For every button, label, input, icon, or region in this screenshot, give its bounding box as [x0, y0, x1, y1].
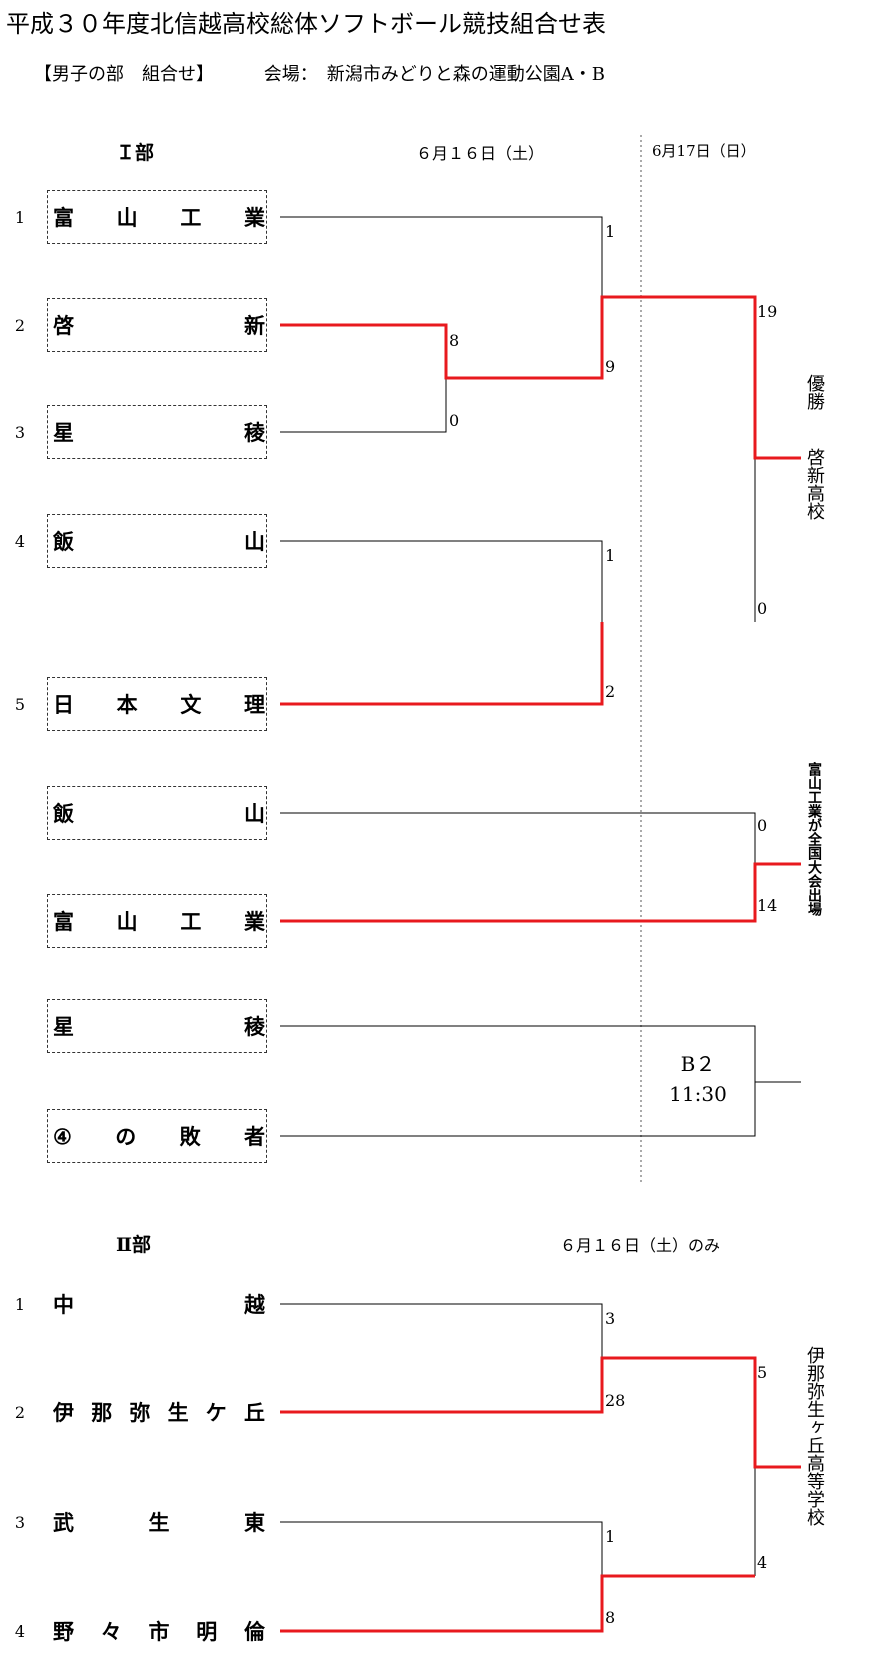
champion-name: 啓新高校: [804, 448, 825, 520]
section2-black-lines: [280, 1303, 756, 1576]
team-name: 中越: [53, 1292, 265, 1317]
seed-number: 3: [14, 1513, 26, 1532]
seed-number: 4: [14, 532, 26, 551]
subtitle: 【男子の部 組合せ】 会場： 新潟市みどりと森の運動公園A・B: [34, 60, 605, 86]
score: 14: [757, 896, 778, 915]
team-box: [47, 786, 267, 840]
score: 2: [605, 682, 616, 701]
score: 9: [605, 357, 616, 376]
score: 4: [757, 1553, 768, 1572]
score: 1: [605, 546, 616, 565]
team-name: 伊那弥生ケ丘: [53, 1400, 265, 1425]
seed-number: 2: [14, 316, 26, 335]
team-name: 富山工業: [53, 909, 265, 934]
section1-date1: ６月１６日（土）: [416, 144, 545, 163]
section2-winner: 伊那弥生ヶ丘高等学校: [804, 1346, 825, 1526]
team-name: 野々市明倫: [53, 1619, 265, 1644]
seed-number: 4: [14, 1622, 26, 1641]
score: 3: [605, 1309, 616, 1328]
section1-black-lines: [280, 216, 801, 1137]
section1-date2: 6月17日（日）: [652, 142, 756, 160]
team-name: 日本文理: [53, 692, 265, 717]
page-title: 平成３０年度北信越高校総体ソフトボール競技組合せ表: [6, 10, 606, 38]
score: 28: [605, 1391, 626, 1410]
team-name: 星稜: [53, 420, 265, 445]
division-label: 【男子の部 組合せ】: [34, 64, 214, 85]
team-name: 武生東: [53, 1510, 265, 1535]
team-name: 飯山: [53, 801, 265, 826]
team-box: [47, 1109, 267, 1163]
section2-winner-lines: [280, 1356, 801, 1633]
team-box: [47, 405, 267, 459]
section1-winner-lines: [280, 295, 801, 923]
score: 0: [757, 599, 768, 618]
champion-label: 優勝: [804, 374, 825, 410]
team-name: 星稜: [53, 1014, 265, 1039]
pending-time: 11:30: [669, 1082, 727, 1106]
team-box: [47, 999, 267, 1053]
seed-number: 2: [14, 1403, 26, 1422]
team-box: [47, 298, 267, 352]
seed-number: 5: [14, 695, 26, 714]
team-box: [47, 894, 267, 948]
score: 1: [605, 1527, 616, 1546]
score: 8: [605, 1608, 616, 1627]
pending-court: B２: [680, 1052, 716, 1076]
team-box: [47, 190, 267, 244]
team-name: 飯山: [53, 529, 265, 554]
score: 0: [757, 816, 768, 835]
section2-date: ６月１６日（土）のみ: [560, 1236, 721, 1255]
score: 5: [757, 1363, 768, 1382]
pending-match: B２ 11:30: [653, 1049, 743, 1109]
score: 0: [449, 411, 460, 430]
score: 19: [757, 302, 778, 321]
seed-number: 1: [14, 208, 26, 227]
section2-heading: Ⅱ部: [116, 1234, 152, 1256]
section1-heading: Ｉ部: [116, 142, 155, 164]
score: 8: [449, 331, 460, 350]
team-box: [47, 677, 267, 731]
score: 1: [605, 222, 616, 241]
venue-label: 会場： 新潟市みどりと森の運動公園A・B: [263, 64, 605, 85]
team-name: 啓新: [53, 313, 265, 338]
national-note: 富山工業が全国大会出場: [806, 762, 822, 916]
seed-number: 1: [14, 1295, 26, 1314]
team-name: 富山工業: [53, 205, 265, 230]
team-box: [47, 514, 267, 568]
seed-number: 3: [14, 423, 26, 442]
